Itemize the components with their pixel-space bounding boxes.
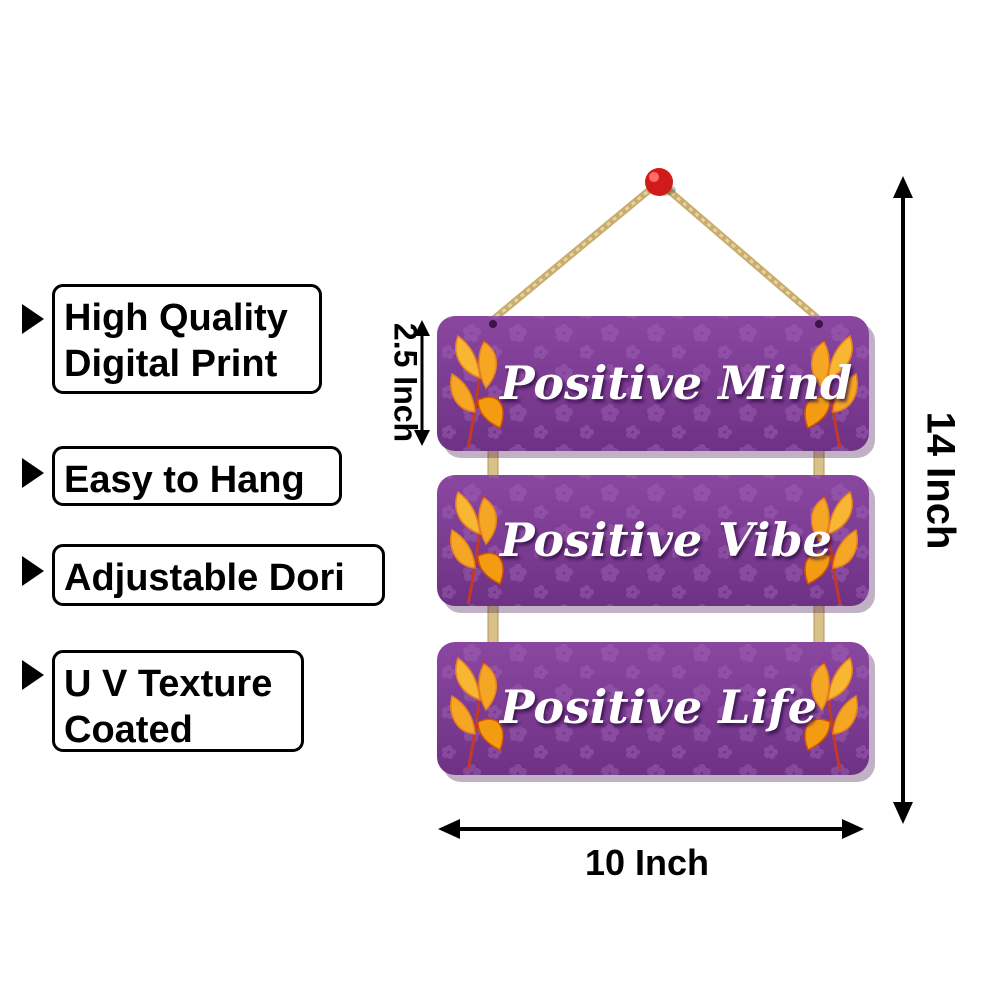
sign-text-positive-vibe: Positive Vibe — [500, 513, 832, 567]
feature-box: U V Texture Coated — [52, 650, 304, 752]
feature-line: Coated — [64, 709, 193, 751]
sign-text-positive-life: Positive Life — [500, 680, 818, 734]
sign-plank-2 — [437, 475, 875, 613]
feature-box: Easy to Hang — [52, 446, 342, 506]
feature-box: High Quality Digital Print — [52, 284, 322, 394]
feature-line: Adjustable Dori — [64, 557, 345, 599]
feature-box: Adjustable Dori — [52, 544, 385, 606]
plank-height-arrow — [414, 320, 430, 446]
width-arrow — [438, 819, 864, 839]
hanging-rope — [486, 178, 826, 326]
triangle-pointer-icon — [22, 458, 44, 488]
sign-plank-3 — [437, 642, 875, 782]
total-height-arrow — [893, 176, 913, 824]
total-height-label: 14 Inch — [918, 411, 963, 550]
feature-line: U V Texture — [64, 663, 273, 705]
triangle-pointer-icon — [22, 304, 44, 334]
width-label: 10 Inch — [585, 842, 710, 883]
sign-text-positive-mind: Positive Mind — [500, 356, 853, 410]
triangle-pointer-icon — [22, 660, 44, 690]
push-pin-icon — [645, 168, 676, 196]
feature-line: Digital Print — [64, 343, 278, 385]
feature-line: High Quality — [64, 297, 288, 339]
plank-height-label: 2.5 Inch — [387, 322, 424, 443]
sign-plank-1 — [437, 316, 875, 458]
triangle-pointer-icon — [22, 556, 44, 586]
feature-line: Easy to Hang — [64, 459, 305, 501]
